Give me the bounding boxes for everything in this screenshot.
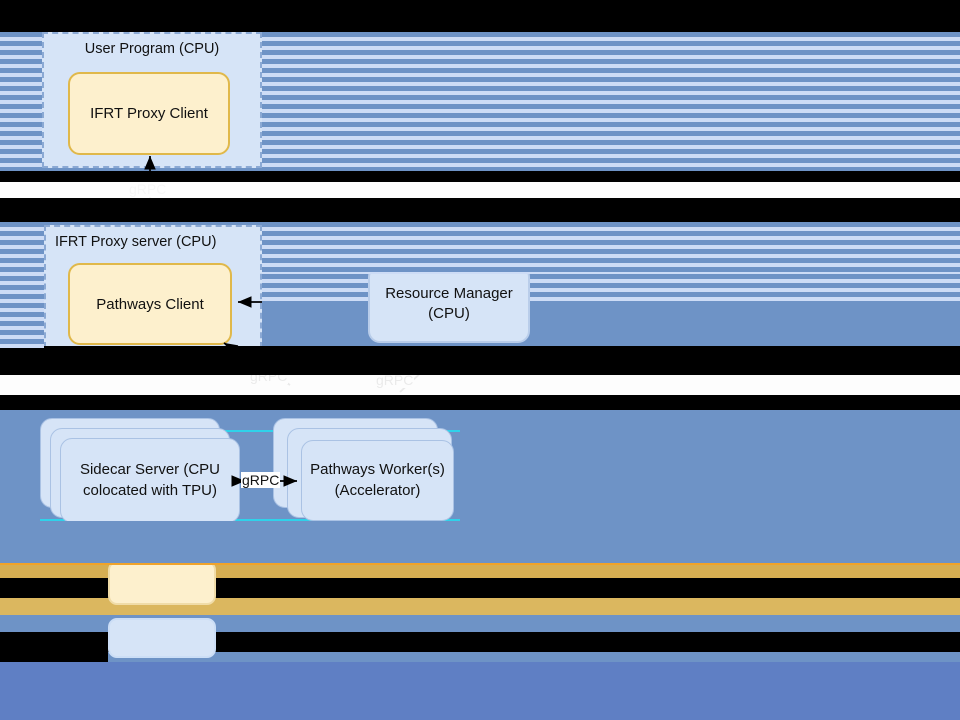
corruption-overlay-stripe-right — [262, 32, 960, 171]
corruption-overlay-stripe-left — [0, 32, 42, 171]
node-pathways-worker-label: Pathways Worker(s) (Accelerator) — [301, 440, 454, 521]
corruption-overlay-black — [0, 578, 108, 598]
corruption-overlay-white — [0, 182, 960, 198]
corruption-overlay-black — [216, 578, 960, 598]
node-worker-line2: (Accelerator) — [334, 481, 421, 499]
corruption-hairline-orange — [0, 563, 960, 565]
corruption-overlay-violet — [0, 662, 960, 720]
corruption-overlay-gold — [216, 565, 960, 578]
corruption-overlay-stripe-right2 — [530, 274, 960, 302]
node-pathways-client: Pathways Client — [68, 263, 232, 345]
corruption-overlay-black — [0, 652, 108, 662]
corruption-overlay-gold — [0, 598, 108, 615]
node-sidecar-line2: colocated with TPU) — [83, 481, 217, 499]
corruption-overlay-black — [216, 632, 960, 652]
node-ifrt-proxy-server-title: IFRT Proxy server (CPU) — [55, 234, 217, 250]
node-resource-manager-line2: (CPU) — [428, 305, 470, 322]
corruption-overlay-gold — [216, 598, 960, 615]
node-ifrt-proxy-client: IFRT Proxy Client — [68, 72, 230, 155]
corruption-overlay-black — [0, 198, 960, 222]
node-sidecar-server — [60, 438, 240, 523]
corruption-overlay-black — [0, 0, 960, 32]
node-sidecar-line1: Sidecar Server (CPU — [79, 461, 221, 479]
corruption-overlay-white — [0, 375, 960, 395]
corruption-overlay-solid — [0, 618, 108, 632]
node-worker-line1: Pathways Worker(s) — [310, 461, 445, 479]
corruption-overlay-black — [0, 346, 960, 375]
corruption-overlay-solid — [0, 615, 960, 618]
corruption-overlay-stripe-mid — [262, 274, 368, 302]
corruption-overlay-black — [0, 171, 960, 182]
corruption-overlay-black — [0, 395, 960, 410]
corruption-overlay-solid-bottom — [0, 521, 960, 564]
legend-label-yellow-visible — [253, 567, 723, 577]
legend-swatch-yellow — [108, 561, 216, 605]
node-sidecar-server-label: Sidecar Server (CPU colocated with TPU) — [60, 438, 240, 523]
legend-label-blue-visible — [265, 620, 735, 630]
corruption-overlay-solid — [216, 652, 960, 662]
corruption-overlay-solid-left — [0, 410, 40, 521]
corruption-overlay-stripe-right — [262, 222, 960, 274]
edge-label-sidecar-to-worker: gRPC — [241, 472, 281, 488]
corruption-overlay-solid — [262, 302, 368, 346]
corruption-overlay-gold — [0, 565, 108, 578]
legend-swatch-blue — [108, 618, 216, 658]
node-user-program-title: User Program (CPU) — [84, 41, 220, 57]
corruption-overlay-stripe-left — [0, 222, 44, 348]
node-resource-manager-line1: Resource Manager — [385, 284, 513, 302]
corruption-overlay-solid-right — [460, 410, 960, 521]
node-pathways-worker — [301, 440, 454, 521]
corruption-overlay-solid — [216, 618, 960, 632]
corruption-overlay-solid — [530, 302, 960, 346]
corruption-overlay-black — [0, 632, 108, 652]
